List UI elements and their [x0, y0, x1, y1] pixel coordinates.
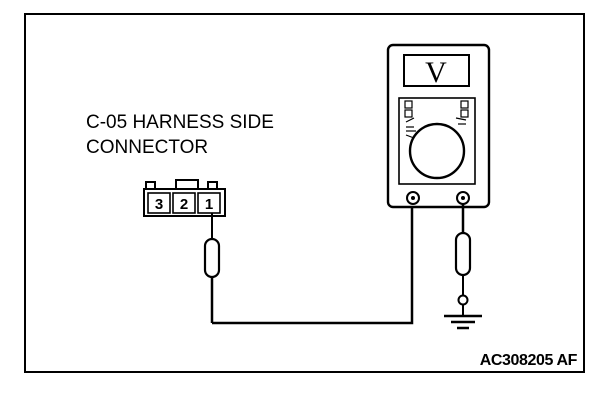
connector-pin-3 [147, 192, 171, 214]
voltmeter-icon: V [386, 43, 491, 209]
meter-dial [408, 122, 466, 180]
ground-lead [454, 204, 472, 316]
connector-label-line2: CONNECTOR [86, 137, 208, 158]
test-probe-icon [203, 213, 221, 323]
diagram-frame [24, 13, 585, 373]
connector-pin-1-label: 1 [205, 196, 213, 213]
connector-label-line1: C-05 HARNESS SIDE [86, 112, 274, 133]
connector-pin-2 [172, 192, 196, 214]
harness-connector-icon: 3 2 1 [143, 179, 226, 217]
figure-code: AC308205 AF [480, 352, 578, 369]
test-lead-wire [212, 200, 414, 325]
meter-display [403, 54, 470, 87]
meter-display-value: V [425, 56, 447, 89]
connector-pin-1 [197, 192, 221, 214]
ground-symbol-icon [444, 314, 482, 330]
connector-pin-3-label: 3 [155, 196, 163, 213]
connector-pin-2-label: 2 [180, 196, 188, 213]
